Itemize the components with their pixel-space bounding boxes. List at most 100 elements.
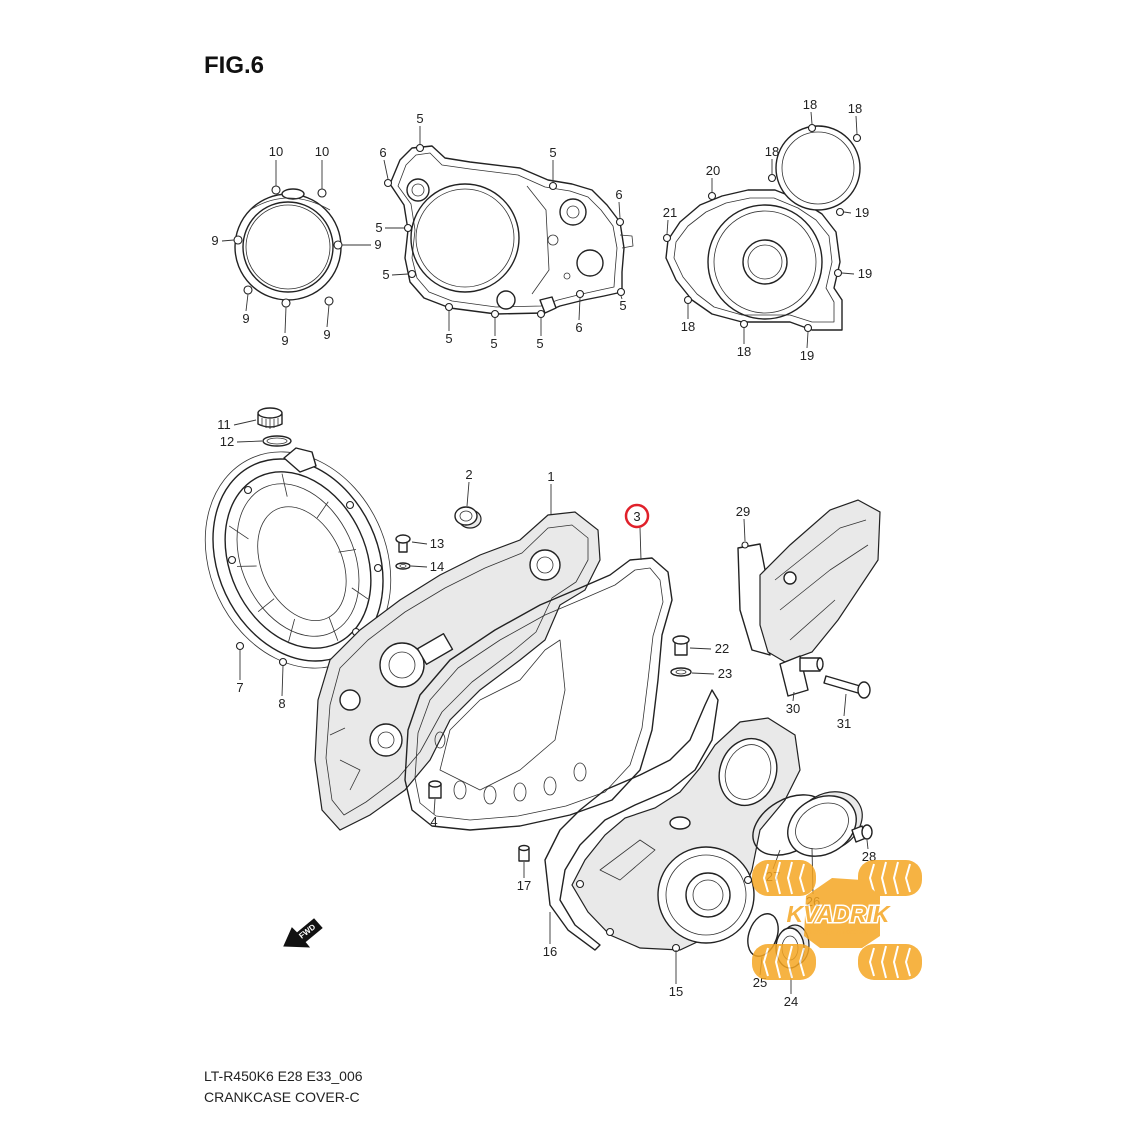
plug-boss [669,816,691,830]
bolt-holes [233,185,343,308]
callout-5: 5 [490,318,498,351]
cover-sleeve [718,737,778,807]
rotor-dome [657,846,755,944]
callout-label: 9 [242,311,249,326]
highlight-circle [624,503,650,529]
watermark-brand: KVADRIK [786,901,890,927]
oil-filler-plug [257,407,283,429]
generator-cover [571,717,801,953]
callout-16: 16 [543,912,557,959]
callout-11: 11 [217,417,257,432]
callout-label: 4 [430,814,437,829]
watermark-tagline: свобода движения [808,928,869,936]
callout-5: 5 [619,295,627,313]
callout-9: 9 [211,233,235,248]
sprocket-cover [737,499,881,663]
callout-label: 18 [765,144,779,159]
bolt-holes [227,485,383,667]
figure-title: FIG.6 [204,52,264,79]
bolt-holes [662,123,862,333]
callout-8: 8 [278,665,286,711]
upper-cover [775,125,861,211]
callout-label: 5 [490,336,497,351]
bolt-holes [575,875,753,953]
callout-label: 11 [217,417,231,432]
callout-label: 18 [848,101,862,116]
dowel-pin [428,780,442,799]
callout-18: 18 [737,328,751,359]
callout-label: 18 [737,344,751,359]
callout-5: 5 [416,111,424,144]
bolt-holes [383,143,626,319]
shaft-boss [559,198,587,226]
callout-label: 6 [575,320,582,335]
callout-label: 2 [465,467,472,482]
cover-inner-ring [242,201,334,293]
callout-label: 19 [858,266,872,281]
tire-icon [752,860,922,980]
oil-seal [454,506,482,529]
callout-20: 20 [706,163,720,192]
watermark-logo: KVADRIK свобода движения [752,860,922,980]
generator-cover-top-view [662,123,862,333]
callout-18: 18 [681,304,695,334]
crankcase-cover-gasket [404,557,673,831]
callout-6: 6 [575,297,583,335]
callout-label: 24 [784,994,798,1009]
callout-18: 18 [848,101,862,135]
callout-19: 19 [843,205,869,220]
model-code: LT-R450K6 E28 E33_006 [204,1068,363,1084]
callout-label: 6 [379,145,386,160]
inspection-opening [685,872,731,918]
callout-label: 9 [323,327,330,342]
callout-31: 31 [837,693,851,731]
callout-19: 19 [800,331,814,363]
callout-12: 12 [220,434,263,449]
spacer [779,655,824,697]
callout-29: 29 [736,504,750,542]
callout-9: 9 [323,304,331,342]
callout-label: 5 [549,145,556,160]
shaft-boss [529,549,561,581]
gasket-inner-outline [414,567,664,821]
callout-6: 6 [615,187,623,219]
callout-label: 18 [803,97,817,112]
callout-label: 16 [543,944,557,959]
cover-outline [665,189,843,331]
callout-9: 9 [342,237,382,252]
callouts-clutch-cover-top: 10 10 9 9 9 9 9 [211,144,381,348]
callout-label: 9 [374,237,381,252]
crank-hub [742,239,788,285]
callout-5: 5 [549,145,557,182]
callout-2: 2 [465,467,473,507]
callout-label: 10 [315,144,329,159]
clutch-cover [204,447,392,669]
callout-label: 5 [416,111,423,126]
callout-label: 15 [669,984,683,999]
callout-label: 5 [375,220,382,235]
dowel-pin [518,844,530,862]
callout-label: 9 [211,233,218,248]
callout-label: 21 [663,205,677,220]
callout-5: 5 [536,318,544,351]
filler-boss [283,447,317,473]
callout-label: 17 [517,878,531,893]
callout-18: 18 [765,144,779,174]
pump-boss [576,249,604,277]
gasket-outline [404,557,673,831]
callout-22: 22 [689,641,729,656]
callout-label: 12 [220,434,234,449]
callout-label: 31 [837,716,851,731]
callout-3-highlighted: 3 [624,503,650,561]
cover-rim [249,197,331,211]
callout-label: 10 [269,144,283,159]
washer [395,562,411,570]
callout-label: 7 [236,680,243,695]
clutch-opening-inner [415,188,515,288]
callout-label: 6 [615,187,622,202]
drain-boss [496,290,516,310]
callout-1: 1 [547,469,555,514]
callout-label: 8 [278,696,285,711]
crankcase-cover [314,511,601,831]
